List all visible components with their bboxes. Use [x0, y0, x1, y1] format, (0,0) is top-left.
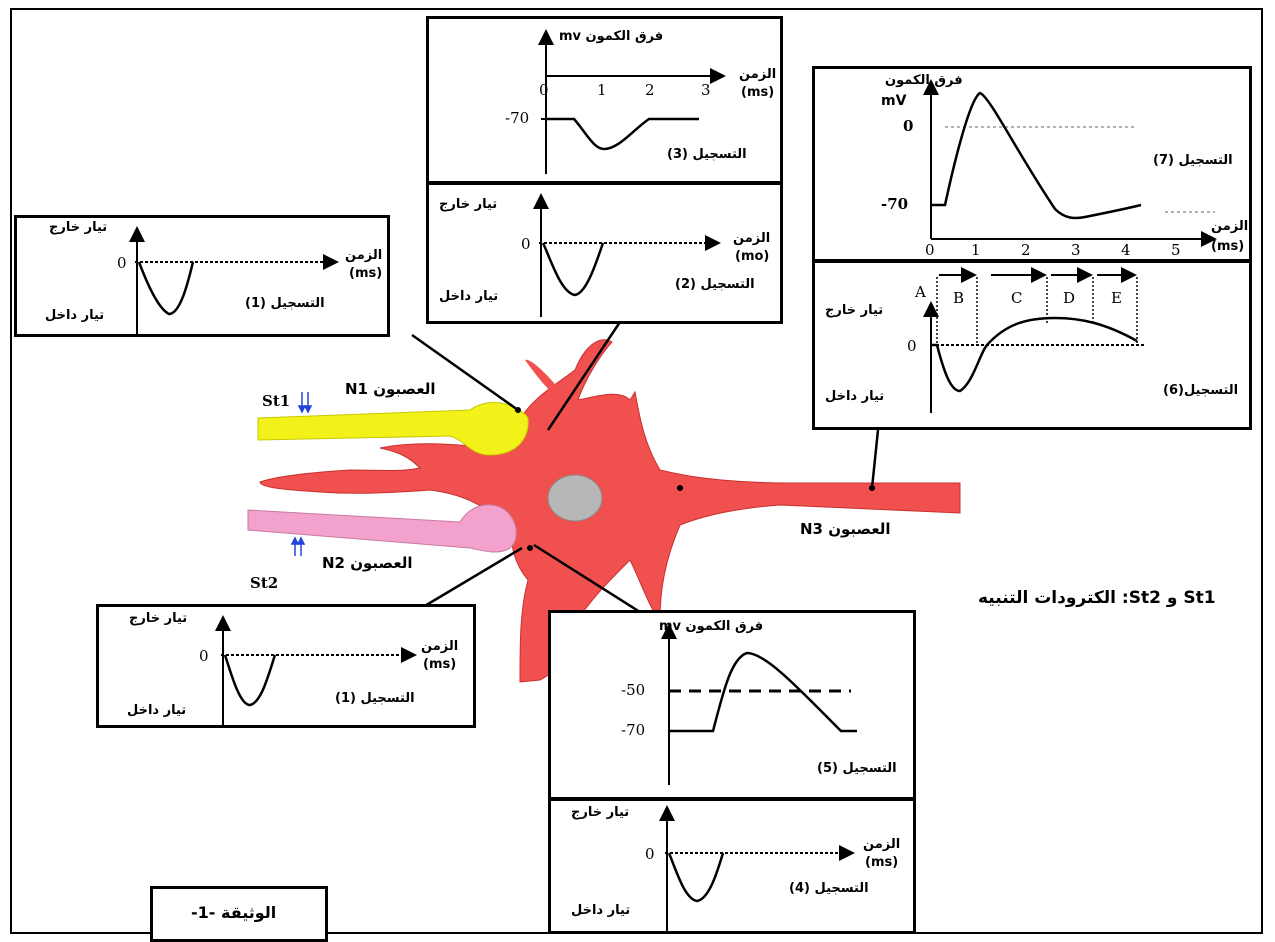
tick-5: 5	[1171, 241, 1181, 259]
rest-label: -70	[621, 721, 646, 739]
time-label: الزمن	[345, 248, 383, 263]
axon-n2	[247, 504, 517, 553]
recording3-box: فرق الكمون mv الزمن (ms) 0 1 2 3 -70 الت…	[426, 16, 783, 184]
phase-e: E	[1111, 289, 1122, 307]
recording7-box: فرق الكمون mV 0 -70 التسجيل (7) الزمن (m…	[812, 66, 1252, 262]
outward-label: تيار خارج	[825, 303, 884, 318]
caption: التسجيل (5)	[817, 761, 897, 776]
ylabel: فرق الكمون mv	[559, 29, 664, 44]
recording6-box: A B C D E تيار خارج 0 تيار داخل التسجيل(…	[812, 260, 1252, 430]
threshold-label: -50	[621, 681, 646, 699]
ylabel-unit: mV	[881, 93, 907, 109]
time-label: الزمن	[733, 231, 771, 246]
tick-3: 3	[1071, 241, 1081, 259]
unit-label: (ms)	[865, 855, 899, 870]
inward-label: تيار داخل	[45, 308, 105, 323]
tick-1: 1	[597, 81, 607, 99]
zero-label: 0	[907, 337, 917, 355]
recording4-graph	[659, 805, 855, 931]
tick-3: 3	[701, 81, 711, 99]
nucleus	[547, 474, 603, 522]
phase-b: B	[953, 289, 965, 307]
inward-label: تيار داخل	[439, 289, 499, 304]
level-label: -70	[505, 109, 530, 127]
zero-label: 0	[199, 647, 209, 665]
neuron-cell-body	[259, 339, 961, 683]
recording2-box: تيار خارج 0 تيار داخل الزمن (mo) التسجيل…	[426, 182, 783, 324]
caption: التسجيل(6)	[1163, 383, 1239, 398]
outward-label: تيار خارج	[49, 220, 108, 235]
time-label: الزمن	[739, 67, 777, 82]
phase-a: A	[915, 283, 926, 301]
tick-2: 2	[1021, 241, 1031, 259]
rest-label: -70	[881, 195, 909, 213]
tick-0: 0	[925, 241, 935, 259]
caption: التسجيل (4)	[789, 881, 869, 896]
ylabel: فرق الكمون mv	[659, 619, 764, 634]
st1-electrode	[297, 392, 313, 414]
recording2-graph	[533, 193, 721, 317]
label-st1: St1	[262, 392, 291, 410]
inward-label: تيار داخل	[825, 389, 885, 404]
phase-d: D	[1063, 289, 1076, 307]
unit-label: (ms)	[423, 657, 457, 672]
electrodes-caption: St1 و St2: الكترودات التنبيه	[978, 588, 1216, 608]
time-label: الزمن	[421, 639, 459, 654]
label-n1: العصبون N1	[345, 380, 436, 398]
recording6-graph	[923, 267, 1145, 413]
caption: التسجيل (7)	[1153, 153, 1233, 168]
document-label-box: الوثيقة -1-	[150, 886, 328, 942]
recording1-top-box: تيار خارج 0 تيار داخل الزمن (ms) التسجيل…	[14, 215, 390, 337]
recording3-graph	[538, 29, 726, 174]
time-label: الزمن	[1211, 219, 1249, 234]
document-label: الوثيقة -1-	[191, 903, 277, 922]
ylabel: فرق الكمون	[885, 73, 963, 88]
recording-leads	[411, 321, 880, 614]
recording1-bottom-graph	[215, 615, 417, 725]
zero-label: 0	[117, 254, 127, 272]
recording5-box: فرق الكمون mv -50 -70 التسجيل (5)	[548, 610, 916, 800]
label-st2: St2	[250, 574, 279, 592]
zero-label: 0	[645, 845, 655, 863]
tick-1: 1	[971, 241, 981, 259]
tick-2: 2	[645, 81, 655, 99]
caption: التسجيل (3)	[667, 147, 747, 162]
outward-label: تيار خارج	[571, 805, 630, 820]
label-n2: العصبون N2	[322, 554, 413, 572]
st2-electrode	[290, 536, 306, 556]
inward-label: تيار داخل	[571, 903, 631, 918]
recording7-graph	[923, 79, 1217, 247]
unit-label: (mo)	[735, 249, 770, 264]
recording1-top-graph	[129, 226, 339, 334]
label-n3: العصبون N3	[800, 520, 891, 538]
phase-c: C	[1011, 289, 1023, 307]
time-label: الزمن	[863, 837, 901, 852]
tick-0: 0	[539, 81, 549, 99]
unit-label: (ms)	[349, 266, 383, 281]
outward-label: تيار خارج	[439, 197, 498, 212]
outward-label: تيار خارج	[129, 611, 188, 626]
inward-label: تيار داخل	[127, 703, 187, 718]
caption: التسجيل (2)	[675, 277, 755, 292]
axon-n1	[257, 402, 529, 456]
caption: التسجيل (1)	[335, 691, 415, 706]
recording5-graph	[661, 623, 857, 785]
zero-label: 0	[521, 235, 531, 253]
zero-label: 0	[903, 117, 914, 135]
caption: التسجيل (1)	[245, 296, 325, 311]
recording4-box: تيار خارج 0 تيار داخل الزمن (ms) التسجيل…	[548, 798, 916, 934]
recording1-bottom-box: تيار خارج 0 تيار داخل الزمن (ms) التسجيل…	[96, 604, 476, 728]
tick-4: 4	[1121, 241, 1131, 259]
unit-label: (ms)	[1211, 239, 1245, 254]
unit-label: (ms)	[741, 85, 775, 100]
